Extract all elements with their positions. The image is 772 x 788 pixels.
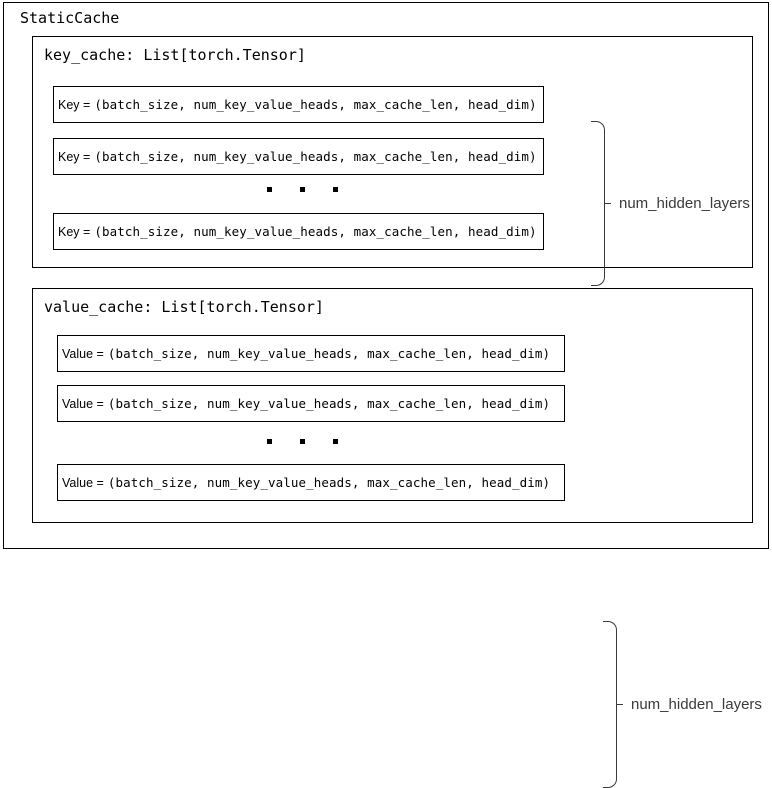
ellipsis-dot <box>300 187 305 192</box>
ellipsis-dot <box>267 187 272 192</box>
ellipsis-dot <box>267 439 272 444</box>
value-tensor-label: Value = <box>62 475 104 490</box>
key-cache-section: key_cache: List[torch.Tensor] Key = (bat… <box>32 36 753 286</box>
key-tensor-label: Key = <box>58 224 91 239</box>
value-tensor-shape: (batch_size, num_key_value_heads, max_ca… <box>107 396 551 411</box>
key-cache-ellipsis <box>267 187 338 192</box>
value-cache-brace-label: num_hidden_layers <box>631 696 762 713</box>
key-cache-layer-brace-group: num_hidden_layers <box>591 121 750 286</box>
key-tensor-shape: (batch_size, num_key_value_heads, max_ca… <box>94 149 537 164</box>
key-tensor-row: Key = (batch_size, num_key_value_heads, … <box>53 86 544 123</box>
value-cache-title: value_cache: List[torch.Tensor] <box>44 298 324 316</box>
value-cache-ellipsis <box>267 439 338 444</box>
value-tensor-row: Value = (batch_size, num_key_value_heads… <box>57 385 565 422</box>
key-tensor-label: Key = <box>58 97 91 112</box>
key-cache-brace-label: num_hidden_layers <box>619 195 750 212</box>
value-tensor-shape: (batch_size, num_key_value_heads, max_ca… <box>107 475 551 490</box>
value-tensor-row: Value = (batch_size, num_key_value_heads… <box>57 335 565 372</box>
ellipsis-dot <box>333 439 338 444</box>
key-tensor-shape: (batch_size, num_key_value_heads, max_ca… <box>94 224 537 239</box>
key-tensor-label: Key = <box>58 149 91 164</box>
value-tensor-label: Value = <box>62 346 104 361</box>
key-tensor-shape: (batch_size, num_key_value_heads, max_ca… <box>94 97 537 112</box>
brace-icon <box>591 121 611 286</box>
ellipsis-dot <box>333 187 338 192</box>
brace-icon <box>603 621 623 788</box>
value-cache-layer-brace-group: num_hidden_layers <box>603 621 762 788</box>
key-cache-title: key_cache: List[torch.Tensor] <box>44 46 306 64</box>
value-tensor-label: Value = <box>62 396 104 411</box>
value-tensor-shape: (batch_size, num_key_value_heads, max_ca… <box>107 346 551 361</box>
static-cache-diagram: StaticCache key_cache: List[torch.Tensor… <box>3 2 769 788</box>
key-tensor-row: Key = (batch_size, num_key_value_heads, … <box>53 138 544 175</box>
ellipsis-dot <box>300 439 305 444</box>
value-cache-section: value_cache: List[torch.Tensor] Value = … <box>32 288 762 788</box>
diagram-title: StaticCache <box>20 9 120 27</box>
value-tensor-row: Value = (batch_size, num_key_value_heads… <box>57 464 565 501</box>
key-tensor-row: Key = (batch_size, num_key_value_heads, … <box>53 213 544 250</box>
